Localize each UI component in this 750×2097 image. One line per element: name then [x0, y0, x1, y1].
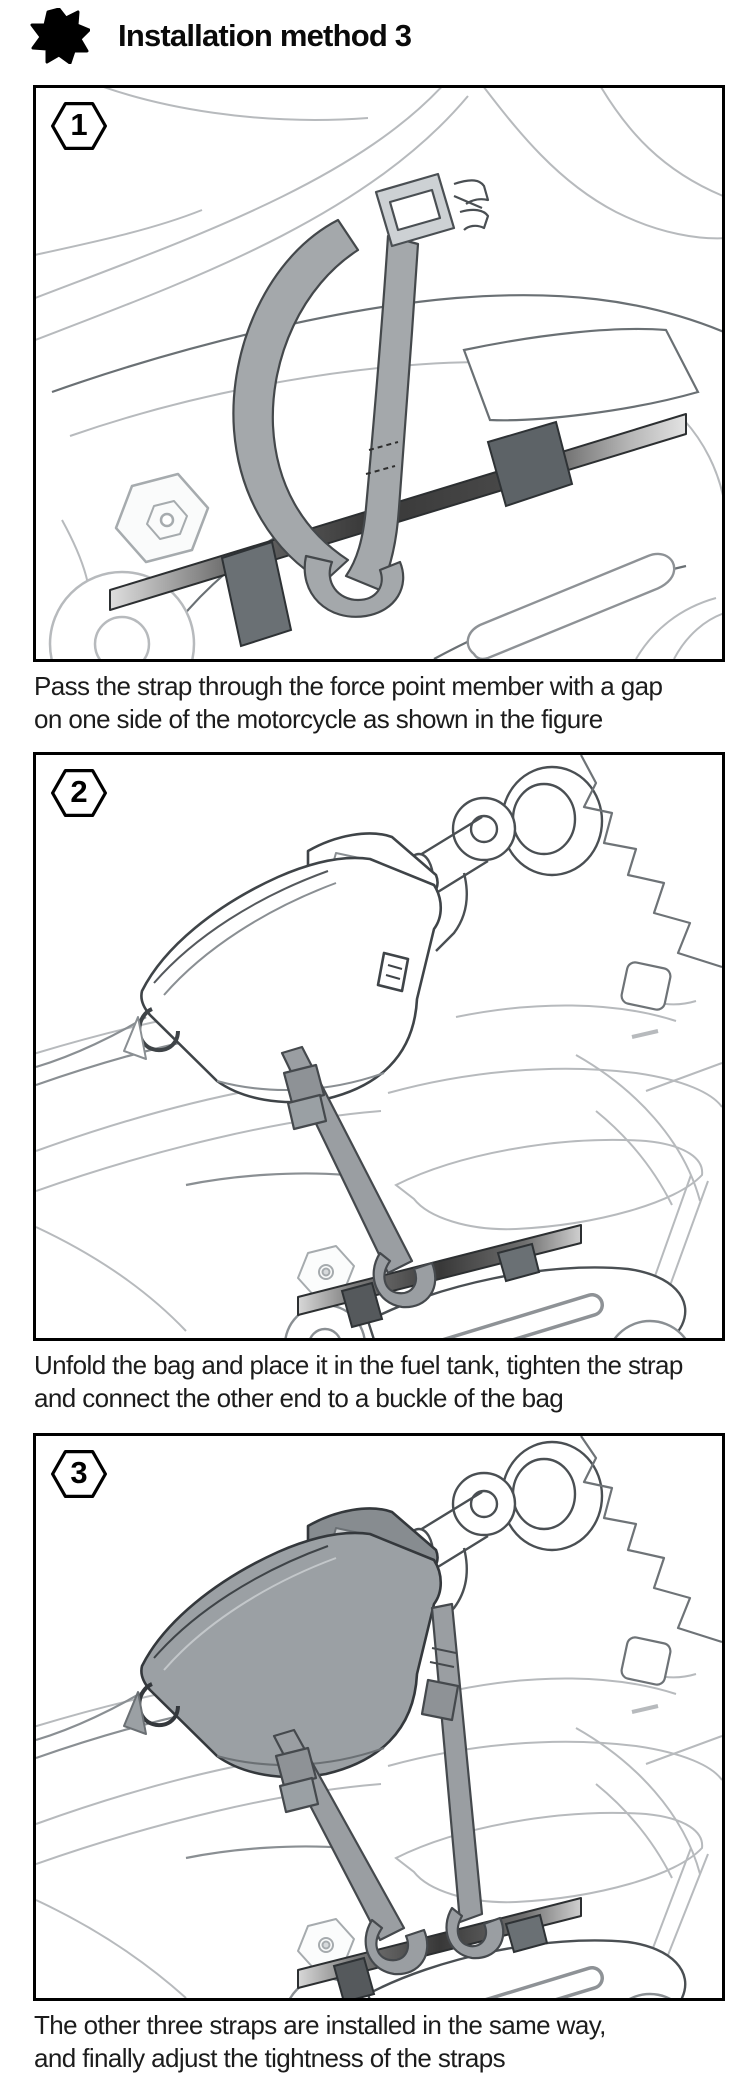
footpeg-slot [466, 552, 676, 659]
step-3-number: 3 [70, 1455, 88, 1490]
strap-buckle [420, 1678, 460, 1722]
step-1-figure: 1 [33, 85, 725, 662]
step-1-number: 1 [70, 107, 88, 142]
header: Installation method 3 [30, 6, 412, 66]
step-1-badge: 1 [51, 101, 107, 151]
tube-clip-right [496, 1242, 541, 1283]
step-2-badge: 2 [51, 768, 107, 818]
strap [232, 218, 420, 618]
hexagon-badge-shape [51, 769, 107, 818]
cowl-outline [580, 1436, 722, 1714]
handlebar-grip [403, 765, 604, 952]
strap-loop [364, 1918, 429, 1976]
step-3-caption: The other three straps are installed in … [34, 2009, 726, 2075]
tank-bag [123, 1507, 443, 1779]
d-ring [137, 1007, 180, 1053]
caption-line: and connect the other end to a buckle of… [34, 1383, 564, 1413]
strap-loop [372, 1251, 437, 1309]
strap-right [420, 1602, 505, 1960]
hexagon-badge-shape [51, 1450, 107, 1498]
step-3-figure: 3 [33, 1433, 725, 2001]
caption-line: The other three straps are installed in … [34, 2010, 606, 2040]
strap-buckle [274, 1746, 318, 1788]
tube-clip-right [504, 1913, 549, 1954]
caption-line: on one side of the motorcycle as shown i… [34, 704, 603, 734]
hexagon-badge-shape [51, 102, 107, 150]
hanging-buckle [376, 951, 410, 993]
caption-line: and finally adjust the tightness of the … [34, 2043, 506, 2073]
hex-bolt [114, 472, 210, 564]
tank-lines-light [36, 994, 722, 1338]
tank-bag [123, 832, 443, 1104]
tube-clip-right [486, 420, 574, 508]
page-title: Installation method 3 [118, 18, 412, 53]
fairing-lines-light [36, 88, 722, 659]
leather-hide-icon [30, 8, 90, 64]
step-2-illustration [36, 755, 722, 1338]
step-2-number: 2 [70, 774, 88, 809]
strap-left [272, 1728, 429, 1976]
step-3-badge: 3 [51, 1449, 107, 1499]
caption-line: Pass the strap through the force point m… [34, 671, 663, 701]
step-1-caption: Pass the strap through the force point m… [34, 670, 726, 736]
d-ring [137, 1682, 180, 1728]
strap-buckle [282, 1063, 326, 1105]
step-3-illustration [36, 1436, 722, 1998]
step-2-caption: Unfold the bag and place it in the fuel … [34, 1349, 726, 1415]
step-2-figure: 2 [33, 752, 725, 1341]
tube-clip-left [332, 1956, 376, 1998]
caption-line: Unfold the bag and place it in the fuel … [34, 1350, 683, 1380]
tank-lines-light [36, 1667, 722, 1998]
strap [280, 1045, 437, 1309]
strap-buckle [374, 172, 490, 248]
tube-clip-left [220, 540, 293, 648]
bag-body [140, 1531, 443, 1779]
strap-loop [303, 554, 405, 618]
cowl-outline [580, 755, 722, 1039]
strap-loop [445, 1906, 505, 1960]
step-1-illustration [36, 88, 722, 659]
tube-clip-left [340, 1281, 384, 1329]
bag-body [140, 856, 443, 1104]
